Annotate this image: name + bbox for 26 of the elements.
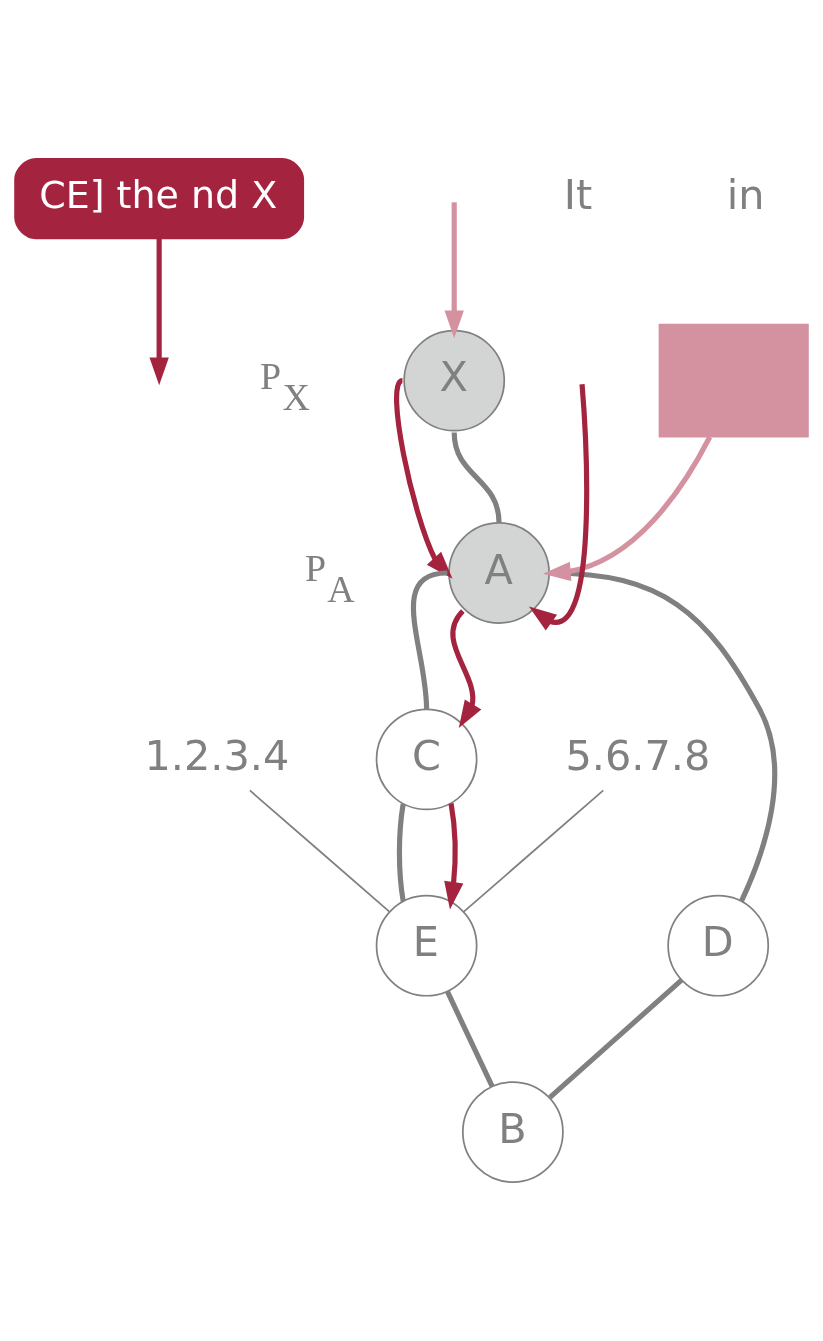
- arrow: [528, 384, 590, 631]
- node-box: CE] the nd X: [14, 158, 305, 240]
- connector: [463, 789, 605, 913]
- label: in: [726, 171, 765, 220]
- node-circle: X: [403, 329, 506, 432]
- arrow: [394, 378, 453, 579]
- node-circle: A: [448, 522, 550, 624]
- arrow: [444, 803, 464, 910]
- arrow: [450, 609, 482, 729]
- connector: [249, 789, 391, 913]
- node-text: 1.2.3.4: [144, 732, 290, 781]
- connector: [396, 803, 406, 902]
- connector: [410, 570, 448, 710]
- arrow: [444, 202, 464, 339]
- node-box: [658, 323, 809, 438]
- label: It: [563, 171, 593, 220]
- node-circle: D: [667, 894, 770, 997]
- arrow: [543, 435, 713, 582]
- node-circle: E: [375, 894, 478, 997]
- connector: [451, 432, 502, 524]
- connector: [548, 978, 684, 1100]
- node-text: 5.6.7.8: [565, 732, 711, 781]
- node-circle: C: [375, 708, 478, 811]
- connector: [445, 990, 495, 1088]
- node-circle: B: [461, 1081, 564, 1183]
- arrow: [149, 238, 169, 386]
